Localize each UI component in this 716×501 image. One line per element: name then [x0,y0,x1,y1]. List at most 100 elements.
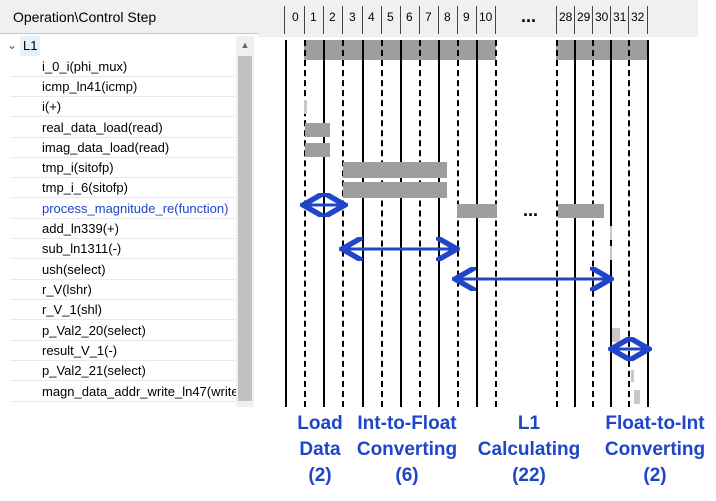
op-bar-imag-data-load[interactable] [305,143,330,157]
tree-item-i-add[interactable]: i(+) [10,97,236,117]
step-boundary-line [628,40,630,407]
step-divider [610,6,611,34]
step-label-2: 2 [329,10,336,24]
tree-item-process-magnitude[interactable]: process_magnitude_re(function) [10,199,236,219]
annotation-load-data: Load Data (2) [297,413,343,486]
tree-item-p-val2-20[interactable]: p_Val2_20(select) [10,321,236,341]
phase-arrows [258,0,698,410]
step-divider [381,6,382,34]
op-bar-result-v-1[interactable] [612,328,620,342]
step-label-10: 10 [479,10,493,24]
step-boundary-line [362,40,364,407]
op-bar-p-val2-21[interactable] [631,370,634,382]
step-divider [400,6,401,34]
tree-node-label: L1 [20,36,41,56]
step-label-5: 5 [387,10,394,24]
step-boundary-line [419,40,421,407]
tree-item-add-ln339[interactable]: add_ln339(+) [10,219,236,239]
column-header-label: Operation\Control Step [13,9,157,25]
step-label-4: 4 [368,10,375,24]
step-divider [628,6,629,34]
step-boundary-line [400,40,402,407]
step-boundary-line [476,40,478,407]
tree-item-imag-data-load[interactable]: imag_data_load(read) [10,138,236,158]
step-label-29: 29 [577,10,591,24]
step-divider [323,6,324,34]
step-boundary-line [438,40,440,407]
step-boundary-line [610,40,612,407]
step-divider [495,6,496,34]
op-bar-tmp-i-6[interactable] [343,182,447,198]
step-label-1: 1 [310,10,317,24]
operation-tree-panel: Operation\Control Step ⌄ L1 i_0_i(phi_mu… [0,0,258,407]
step-label-32: 32 [631,10,645,24]
scrollbar-thumb[interactable] [238,56,252,401]
op-bar-process-magnitude-end[interactable] [558,204,604,218]
step-boundary-line [592,40,594,407]
step-boundary-line [574,40,576,407]
step-label-9: 9 [463,10,470,24]
tree-item-tmp-i[interactable]: tmp_i(sitofp) [10,158,236,178]
step-divider [304,6,305,34]
step-divider [419,6,420,34]
op-bar-sub-ln1311[interactable] [610,246,612,260]
tree-item-sub-ln1311[interactable]: sub_ln1311(-) [10,239,236,259]
step-boundary-line [342,40,344,407]
vertical-scrollbar[interactable]: ▲ [236,36,254,407]
step-divider [438,6,439,34]
annotation-int-to-float: Int-to-Float Converting (6) [356,413,458,486]
step-boundary-line [304,40,306,407]
control-step-header: 0 1 2 3 4 5 6 7 8 9 10 ... 28 29 30 31 3… [258,0,698,37]
step-divider [362,6,363,34]
tree-item-r-v[interactable]: r_V(lshr) [10,280,236,300]
step-boundary-line [285,40,287,407]
step-divider [574,6,575,34]
column-header[interactable]: Operation\Control Step [0,0,258,34]
step-label-0: 0 [292,10,299,24]
step-label-8: 8 [444,10,451,24]
step-label-6: 6 [406,10,413,24]
schedule-ellipsis: ... [523,200,539,220]
tree-item-r-v-1[interactable]: r_V_1(shl) [10,300,236,320]
tree-item-i-0-i[interactable]: i_0_i(phi_mux) [10,57,236,77]
tree-item-real-data-load[interactable]: real_data_load(read) [10,118,236,138]
op-bar-magn-data-write[interactable] [634,390,640,404]
step-ellipsis: ... [521,6,537,26]
op-bar-tmp-i[interactable] [343,162,447,178]
step-divider [647,6,648,34]
step-boundary-line [381,40,383,407]
tree-node-l1[interactable]: ⌄ L1 [0,36,236,56]
tree-item-result-v-1[interactable]: result_V_1(-) [10,341,236,361]
op-bar-real-data-load[interactable] [305,123,330,137]
tree-item-icmp-ln41[interactable]: icmp_ln41(icmp) [10,77,236,97]
tree-item-tmp-i-6[interactable]: tmp_i_6(sitofp) [10,178,236,198]
op-bar-add-ln339[interactable] [610,226,612,240]
tree-item-magn-data-addr-write[interactable]: magn_data_addr_write_ln47(write) [10,382,236,402]
schedule-viewer: 0 1 2 3 4 5 6 7 8 9 10 ... 28 29 30 31 3… [258,0,698,410]
step-divider [592,6,593,34]
step-label-30: 30 [595,10,609,24]
step-label-3: 3 [349,10,356,24]
loop-span-bar[interactable] [556,40,647,60]
step-boundary-line [495,40,497,407]
annotation-float-to-int: Float-to-Int Converting (2) [604,413,706,486]
step-divider [556,6,557,34]
step-boundary-line [457,40,459,407]
step-boundary-line [647,40,649,407]
step-boundary-line [556,40,558,407]
scroll-up-arrow-icon[interactable]: ▲ [240,40,250,50]
step-divider [284,6,285,34]
step-label-31: 31 [613,10,627,24]
op-bar-i[interactable] [304,100,307,114]
step-label-28: 28 [559,10,573,24]
step-divider [342,6,343,34]
step-boundary-line [323,40,325,407]
step-label-7: 7 [425,10,432,24]
chevron-down-icon[interactable]: ⌄ [7,38,18,52]
step-divider [476,6,477,34]
tree-item-ush[interactable]: ush(select) [10,260,236,280]
tree-item-p-val2-21[interactable]: p_Val2_21(select) [10,361,236,381]
annotation-l1-calculating: L1 Calculating (22) [477,413,581,486]
op-bar-process-magnitude[interactable] [457,204,497,218]
step-divider [457,6,458,34]
